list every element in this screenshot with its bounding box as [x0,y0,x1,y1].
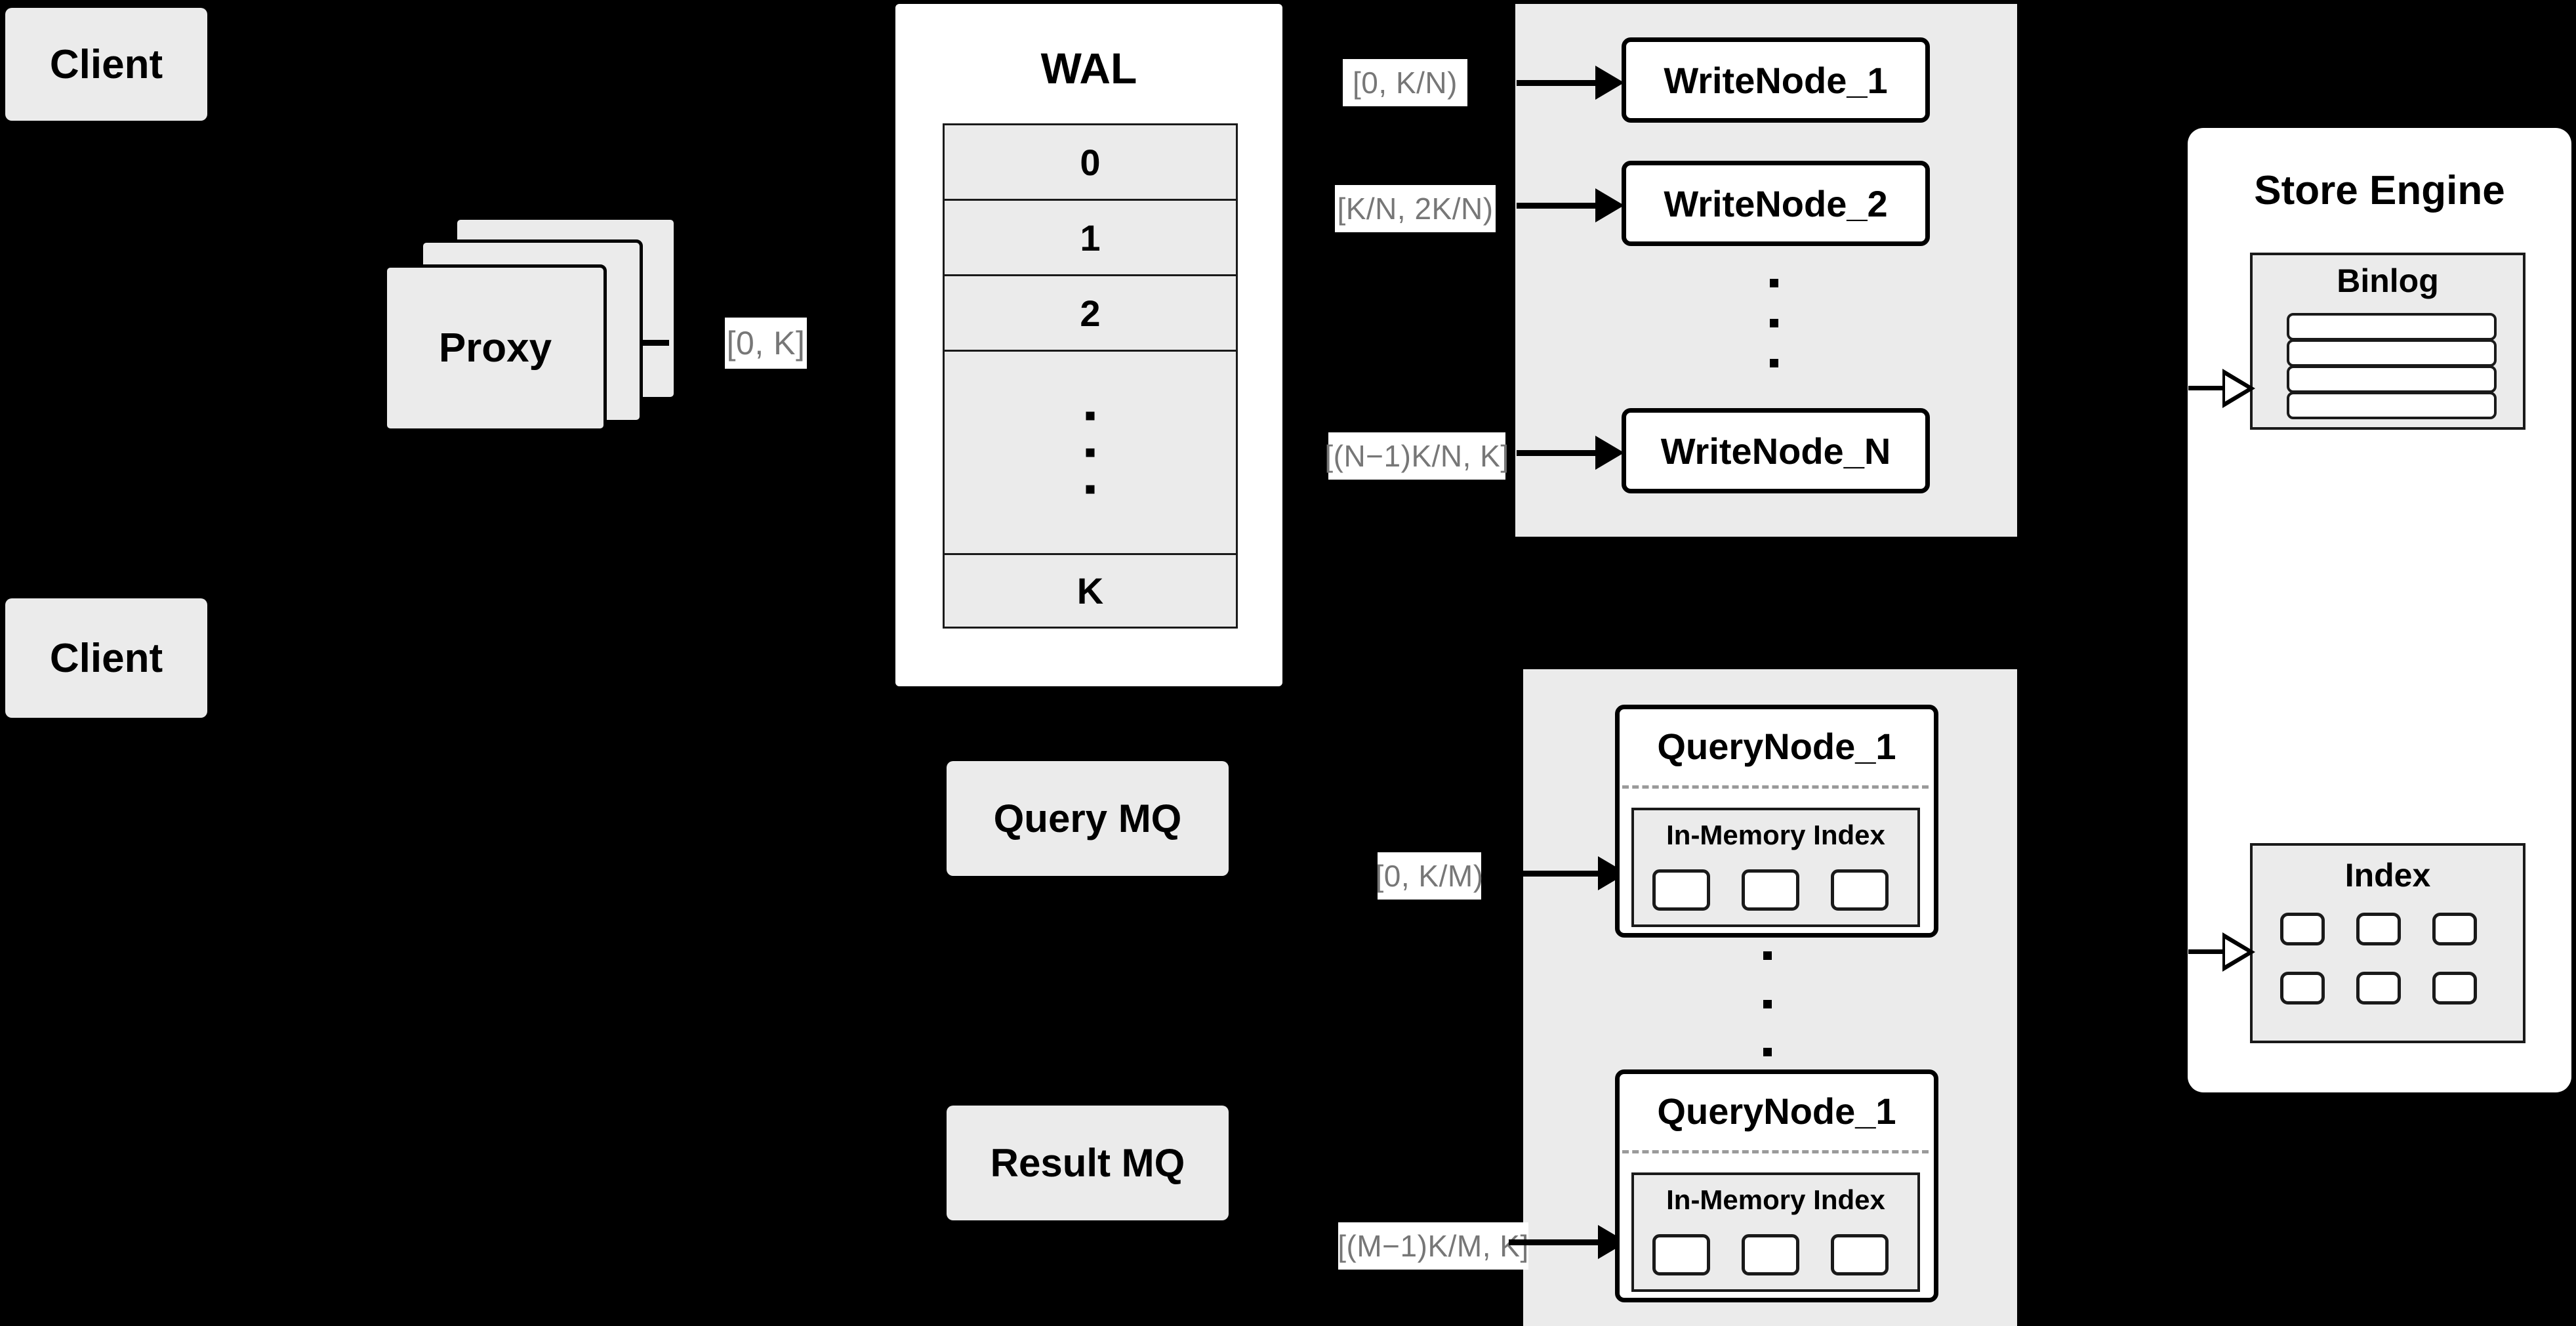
binlog-title: Binlog [2337,262,2439,299]
proxy-label: Proxy [438,325,552,371]
binlog-row[interactable] [2287,392,2497,419]
index-inbound-arrow-line [2188,949,2226,954]
binlog-row[interactable] [2287,339,2497,367]
query-node-m-divider [1622,1150,1929,1153]
index-cell[interactable] [2432,913,2477,945]
write-node-n-range-label: [(N−1)K/N, K] [1324,432,1509,480]
index-group: Index [2250,843,2525,1043]
binlog-row[interactable] [2287,365,2497,393]
client-box-1[interactable]: Client [5,8,207,121]
in-memory-index-cell[interactable] [1652,1234,1710,1275]
write-node-2-arrow-line [1517,203,1605,209]
write-node-n-arrow-head-icon [1595,436,1624,470]
wal-segment[interactable]: 2 [945,276,1236,352]
query-mq-box[interactable]: Query MQ [947,761,1229,876]
proxy-output-connector [640,340,669,346]
proxy-box[interactable]: Proxy [384,264,607,432]
query-node-m[interactable]: QueryNode_1 In-Memory Index [1615,1069,1938,1302]
proxy-range-label: [0, K] [725,318,807,369]
query-node-1-in-memory-index-title: In-Memory Index [1666,819,1885,850]
write-node-n[interactable]: WriteNode_N [1622,408,1930,493]
query-node-m-in-memory-index: In-Memory Index [1631,1172,1920,1292]
query-node-m-in-memory-index-title: In-Memory Index [1666,1184,1885,1215]
write-node-1[interactable]: WriteNode_1 [1622,37,1930,123]
in-memory-index-cell[interactable] [1831,1234,1889,1275]
client-label-1: Client [49,41,163,87]
query-node-m-range-label: [(M−1)K/M, K] [1338,1222,1528,1270]
in-memory-index-cell[interactable] [1652,869,1710,911]
binlog-inbound-arrow-head-icon [2222,369,2255,408]
binlog-inbound-arrow-line [2188,386,2226,390]
query-node-1-divider [1622,785,1929,789]
client-box-2[interactable]: Client [5,598,207,718]
wal-segment[interactable]: 1 [945,201,1236,276]
index-cell[interactable] [2280,972,2325,1005]
index-cell[interactable] [2432,972,2477,1005]
write-cluster-vertical-dots-icon [1770,279,1778,367]
query-node-1-arrow-line [1509,871,1607,877]
index-title: Index [2344,857,2431,894]
index-cell[interactable] [2356,972,2401,1005]
index-inbound-arrow-head-icon [2222,932,2255,972]
wal-segment-list: 0 1 2 K [943,123,1238,629]
write-node-2-range-label: [K/N, 2K/N) [1335,185,1496,232]
wal-vertical-dots-icon [1086,411,1095,493]
write-node-1-arrow-head-icon [1595,66,1624,100]
wal-segment[interactable]: K [945,555,1236,627]
query-node-1-title: QueryNode_1 [1657,726,1896,767]
index-cell[interactable] [2280,913,2325,945]
store-engine-title: Store Engine [2254,168,2505,213]
write-node-1-arrow-line [1517,80,1605,86]
wal-panel: WAL 0 1 2 K [895,4,1282,686]
index-cell[interactable] [2356,913,2401,945]
result-mq-box[interactable]: Result MQ [947,1106,1229,1220]
in-memory-index-cell[interactable] [1742,869,1799,911]
write-node-2[interactable]: WriteNode_2 [1622,161,1930,246]
query-node-1[interactable]: QueryNode_1 In-Memory Index [1615,705,1938,938]
write-node-2-arrow-head-icon [1595,188,1624,222]
query-node-m-arrow-line [1509,1239,1607,1245]
in-memory-index-cell[interactable] [1831,869,1889,911]
client-label-2: Client [49,635,163,681]
store-engine-panel: Store Engine Binlog Index [2188,128,2571,1092]
wal-title: WAL [1040,44,1137,93]
in-memory-index-cell[interactable] [1742,1234,1799,1275]
write-node-1-range-label: [0, K/N) [1343,59,1467,106]
binlog-group: Binlog [2250,253,2525,430]
wal-segment[interactable]: 0 [945,125,1236,201]
binlog-row[interactable] [2287,313,2497,341]
write-node-n-arrow-line [1517,450,1605,456]
query-cluster-vertical-dots-icon [1763,951,1772,1056]
wal-segment-ellipsis [945,352,1236,555]
query-node-1-in-memory-index: In-Memory Index [1631,808,1920,927]
query-node-m-title: QueryNode_1 [1657,1090,1896,1132]
query-node-1-range-label: [0, K/M) [1375,852,1483,900]
